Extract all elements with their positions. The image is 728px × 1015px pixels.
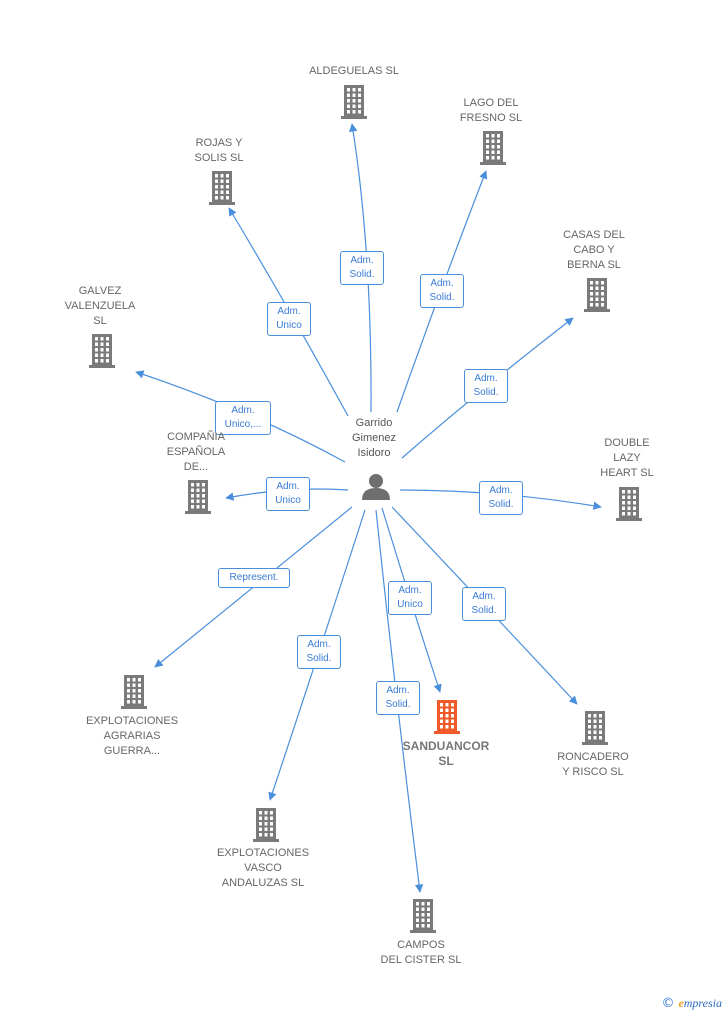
person-name: Garrido Gimenez Isidoro — [351, 417, 397, 459]
role-badge-galvez: Adm. Unico,... — [215, 401, 271, 435]
role-badge-compania: Adm. Unico — [266, 477, 310, 511]
building-icon — [209, 171, 235, 205]
building-icon — [410, 899, 436, 933]
brand-logo-text: mpresia — [683, 996, 722, 1010]
company-name-compania[interactable]: COMPAÑIA ESPAÑOLA DE... — [166, 431, 226, 473]
company-name-vasco[interactable]: EXPLOTACIONES VASCO ANDALUZAS SL — [216, 847, 310, 889]
role-badge-aldeguelas: Adm. Solid. — [340, 251, 384, 285]
building-icon — [616, 487, 642, 521]
role-badge-campos: Adm. Solid. — [376, 681, 420, 715]
role-badge-rojas: Adm. Unico — [267, 302, 311, 336]
copyright-icon: © — [661, 996, 675, 1011]
company-name-casas[interactable]: CASAS DEL CABO Y BERNA SL — [563, 229, 625, 271]
role-badge-sanduancor: Adm. Unico — [388, 581, 432, 615]
company-name-galvez[interactable]: GALVEZ VALENZUELA SL — [64, 285, 136, 327]
company-name-roncadero[interactable]: RONCADERO Y RISCO SL — [557, 751, 629, 778]
building-icon — [121, 675, 147, 709]
company-name-sanduancor[interactable]: SANDUANCOR SL — [402, 739, 490, 768]
company-name-agrarias[interactable]: EXPLOTACIONES AGRARIAS GUERRA... — [85, 715, 179, 757]
building-icon — [341, 85, 367, 119]
building-icon — [89, 334, 115, 368]
person-icon — [362, 474, 390, 500]
building-icon — [185, 480, 211, 514]
footer-brand: ©empresia — [661, 996, 722, 1011]
company-name-aldeguelas[interactable]: ALDEGUELAS SL — [309, 65, 399, 77]
building-icon — [582, 711, 608, 745]
role-badge-lago: Adm. Solid. — [420, 274, 464, 308]
company-name-campos[interactable]: CAMPOS DEL CISTER SL — [380, 939, 462, 966]
brand-logo-e: e — [678, 996, 684, 1010]
building-icon — [253, 808, 279, 842]
role-badge-agrarias: Represent. — [218, 568, 290, 588]
company-name-rojas[interactable]: ROJAS Y SOLIS SL — [194, 137, 244, 164]
company-name-double[interactable]: DOUBLE LAZY HEART SL — [600, 437, 654, 479]
building-icon — [584, 278, 610, 312]
role-badge-double: Adm. Solid. — [479, 481, 523, 515]
role-badge-vasco: Adm. Solid. — [297, 635, 341, 669]
edge-agrarias — [154, 506, 353, 668]
company-name-lago[interactable]: LAGO DEL FRESNO SL — [459, 97, 523, 124]
building-icon — [480, 131, 506, 165]
role-badge-roncadero: Adm. Solid. — [462, 587, 506, 621]
role-badge-casas: Adm. Solid. — [464, 369, 508, 403]
building-icon — [434, 700, 460, 734]
